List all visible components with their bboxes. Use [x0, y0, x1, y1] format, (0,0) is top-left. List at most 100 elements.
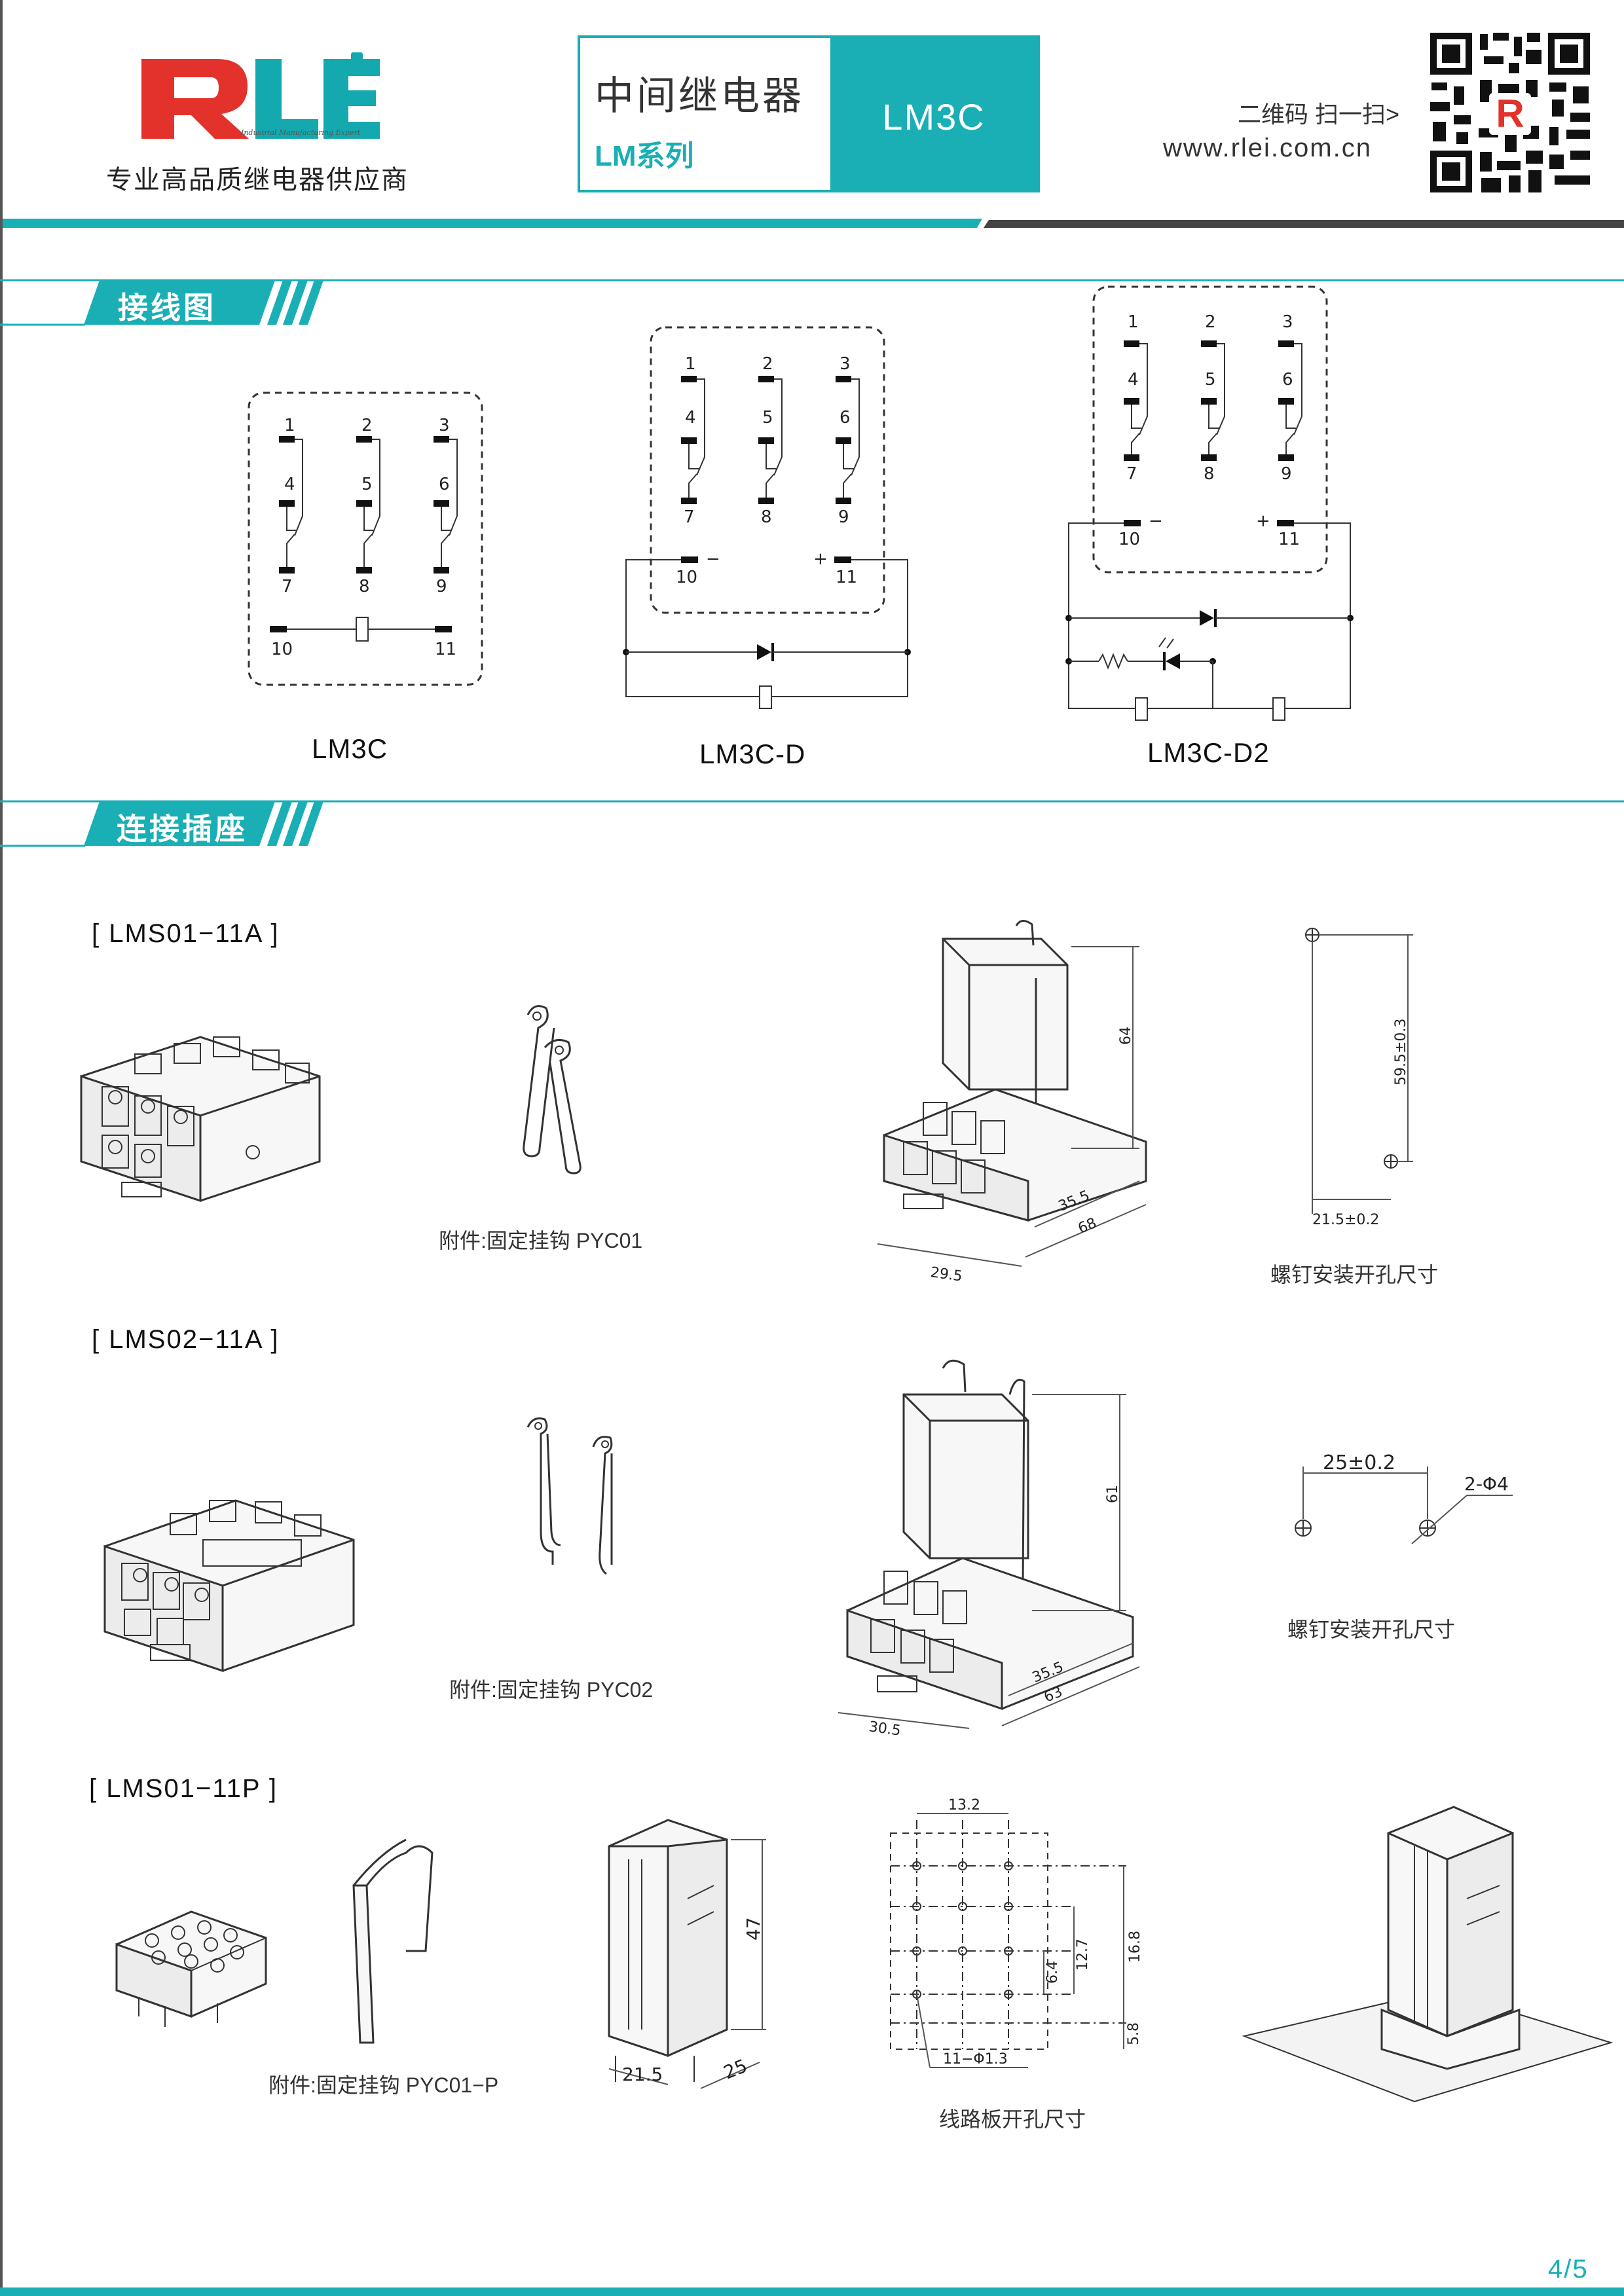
pin-11: 11 — [836, 568, 857, 587]
page-left-border — [0, 0, 3, 2296]
dim-width: 29.5 — [929, 1264, 963, 1285]
socket-title-lms02-11a: [ LMS02−11A ] — [92, 1325, 280, 1354]
plus-sign: + — [813, 549, 828, 569]
dim-h2: 12.7 — [1075, 1939, 1091, 1971]
header-bar — [0, 219, 1624, 228]
accessory-caption-pyc01-p: 附件:固定挂钩 PYC01−P — [268, 2073, 499, 2097]
model-panel: LM3C — [830, 38, 1037, 190]
pin-5: 5 — [1205, 370, 1216, 390]
hook-pyc01 — [523, 1005, 581, 1175]
mount-caption-lms01-11a: 螺钉安装开孔尺寸 — [1270, 1263, 1439, 1286]
logo-tagline: Industrial Manufacturing Expert — [241, 128, 361, 137]
pin-2: 2 — [1205, 312, 1216, 332]
mount-caption-lms02-11a: 螺钉安装开孔尺寸 — [1287, 1618, 1456, 1641]
section-header-bar-wiring — [0, 279, 1624, 326]
qr-caption: 二维码 扫一扫> — [1238, 101, 1400, 128]
dim-h3: 6.4 — [1044, 1961, 1061, 1984]
diagram-label-lm3c: LM3C — [312, 733, 388, 764]
dim-h1: 16.8 — [1127, 1931, 1143, 1963]
pin-5: 5 — [361, 475, 373, 494]
pin-3: 3 — [439, 416, 450, 435]
rlei-logo — [141, 52, 380, 139]
accessory-caption-pyc01: 附件:固定挂钩 PYC01 — [439, 1229, 643, 1252]
dim-spacing: 25±0.2 — [1323, 1451, 1395, 1474]
pin-2: 2 — [762, 354, 773, 374]
section-title-wiring: 接线图 — [118, 291, 216, 325]
wiring-diagram-lm3c-d: 1 2 3 4 5 6 7 8 9 − + 10 11 — [623, 326, 911, 709]
section-header-bar-socket — [0, 800, 1624, 847]
header: Industrial Manufacturing Expert 专业高品质继电器… — [0, 0, 1624, 229]
assembly-lms02-11a: 61 35.5 63 30.5 — [838, 1359, 1140, 1740]
footer-bar — [0, 2287, 1624, 2296]
pin-11: 11 — [435, 640, 456, 659]
dim-top: 13.2 — [948, 1797, 980, 1813]
accessory-caption-pyc02: 附件:固定挂钩 PYC02 — [449, 1678, 654, 1702]
pin-7: 7 — [282, 577, 293, 596]
pin-6: 6 — [1282, 370, 1293, 390]
product-category: 中间继电器 — [595, 74, 804, 118]
socket-title-lms01-11a: [ LMS01−11A ] — [92, 919, 280, 948]
pin-2: 2 — [361, 416, 373, 435]
plus-sign: + — [1256, 511, 1270, 531]
pin-6: 6 — [840, 408, 851, 428]
socket-image-lms02-11a — [103, 1499, 355, 1673]
pin-9: 9 — [838, 507, 849, 527]
pcb-layout-lms01-11p: 13.2 16.8 12.7 6.4 5.8 11−Φ1.3 — [890, 1797, 1143, 2068]
dim-depth: 25 — [720, 2055, 750, 2084]
qr-code[interactable]: R — [1428, 30, 1593, 195]
section-header-socket: 连接插座 — [0, 795, 1624, 854]
assembly-lms01-11a: 64 35.5 68 29.5 — [877, 920, 1147, 1285]
mounted-illustration-lms01-11p — [1242, 1806, 1614, 2103]
dim-h4: 5.8 — [1126, 2022, 1142, 2045]
pin-7: 7 — [1126, 464, 1137, 484]
svg-text:R: R — [1496, 92, 1524, 136]
pin-10: 10 — [1118, 530, 1140, 549]
pin-10: 10 — [271, 640, 293, 659]
mount-holes-lms01-11a: 59.5±0.3 21.5±0.2 — [1305, 928, 1413, 1228]
wiring-diagram-lm3c: 1 2 3 4 5 6 7 8 9 10 11 — [248, 392, 483, 686]
dim-offset: 21.5±0.2 — [1312, 1212, 1379, 1228]
socket-title-lms01-11p: [ LMS01−11P ] — [89, 1774, 278, 1803]
pin-3: 3 — [1282, 312, 1293, 332]
hook-pyc01-p — [352, 1838, 434, 2044]
section-header-wiring: 接线图 — [0, 274, 1624, 333]
product-series: LM系列 — [595, 140, 694, 172]
pin-8: 8 — [761, 507, 772, 527]
pcb-caption-lms01-11p: 线路板开孔尺寸 — [939, 2107, 1086, 2131]
socket-image-lms01-11a — [80, 1036, 321, 1203]
pin-4: 4 — [685, 408, 696, 428]
minus-sign: − — [1149, 511, 1163, 531]
dim-width: 21.5 — [622, 2064, 663, 2085]
pin-10: 10 — [676, 568, 697, 587]
dim-height: 47 — [743, 1917, 764, 1941]
contact-column — [356, 436, 380, 574]
pin-3: 3 — [840, 354, 851, 374]
pin-9: 9 — [1281, 464, 1292, 484]
pin-8: 8 — [1204, 464, 1215, 484]
section-title-socket: 连接插座 — [117, 812, 248, 846]
pin-4: 4 — [1128, 370, 1139, 390]
mount-holes-lms02-11a: 25±0.2 2-Φ4 — [1295, 1451, 1513, 1544]
contact-column — [279, 436, 303, 574]
dim-height: 61 — [1105, 1485, 1121, 1503]
contact-column — [434, 436, 458, 574]
hook-pyc02 — [526, 1417, 613, 1575]
pin-5: 5 — [762, 408, 773, 428]
company-slogan: 专业高品质继电器供应商 — [106, 166, 409, 194]
website[interactable]: www.rlei.com.cn — [1163, 134, 1372, 162]
diagram-label-lm3c-d2: LM3C-D2 — [1147, 737, 1270, 768]
diagram-label-lm3c-d: LM3C-D — [699, 738, 806, 769]
pin-11: 11 — [1278, 530, 1300, 549]
pin-6: 6 — [439, 475, 450, 494]
socket-image-lms01-11p — [115, 1910, 267, 2027]
pin-4: 4 — [284, 475, 295, 494]
wiring-diagram-lm3c-d2: 1 2 3 4 5 6 7 8 9 − + 10 11 — [1065, 285, 1354, 721]
pin-1: 1 — [685, 354, 696, 374]
dim-width: 30.5 — [868, 1719, 902, 1740]
dim-height: 64 — [1118, 1027, 1134, 1045]
pin-9: 9 — [436, 577, 447, 596]
pin-7: 7 — [684, 507, 695, 527]
dim-holes: 2-Φ4 — [1464, 1473, 1509, 1495]
pin-1: 1 — [1128, 312, 1139, 332]
pin-1: 1 — [284, 416, 295, 435]
